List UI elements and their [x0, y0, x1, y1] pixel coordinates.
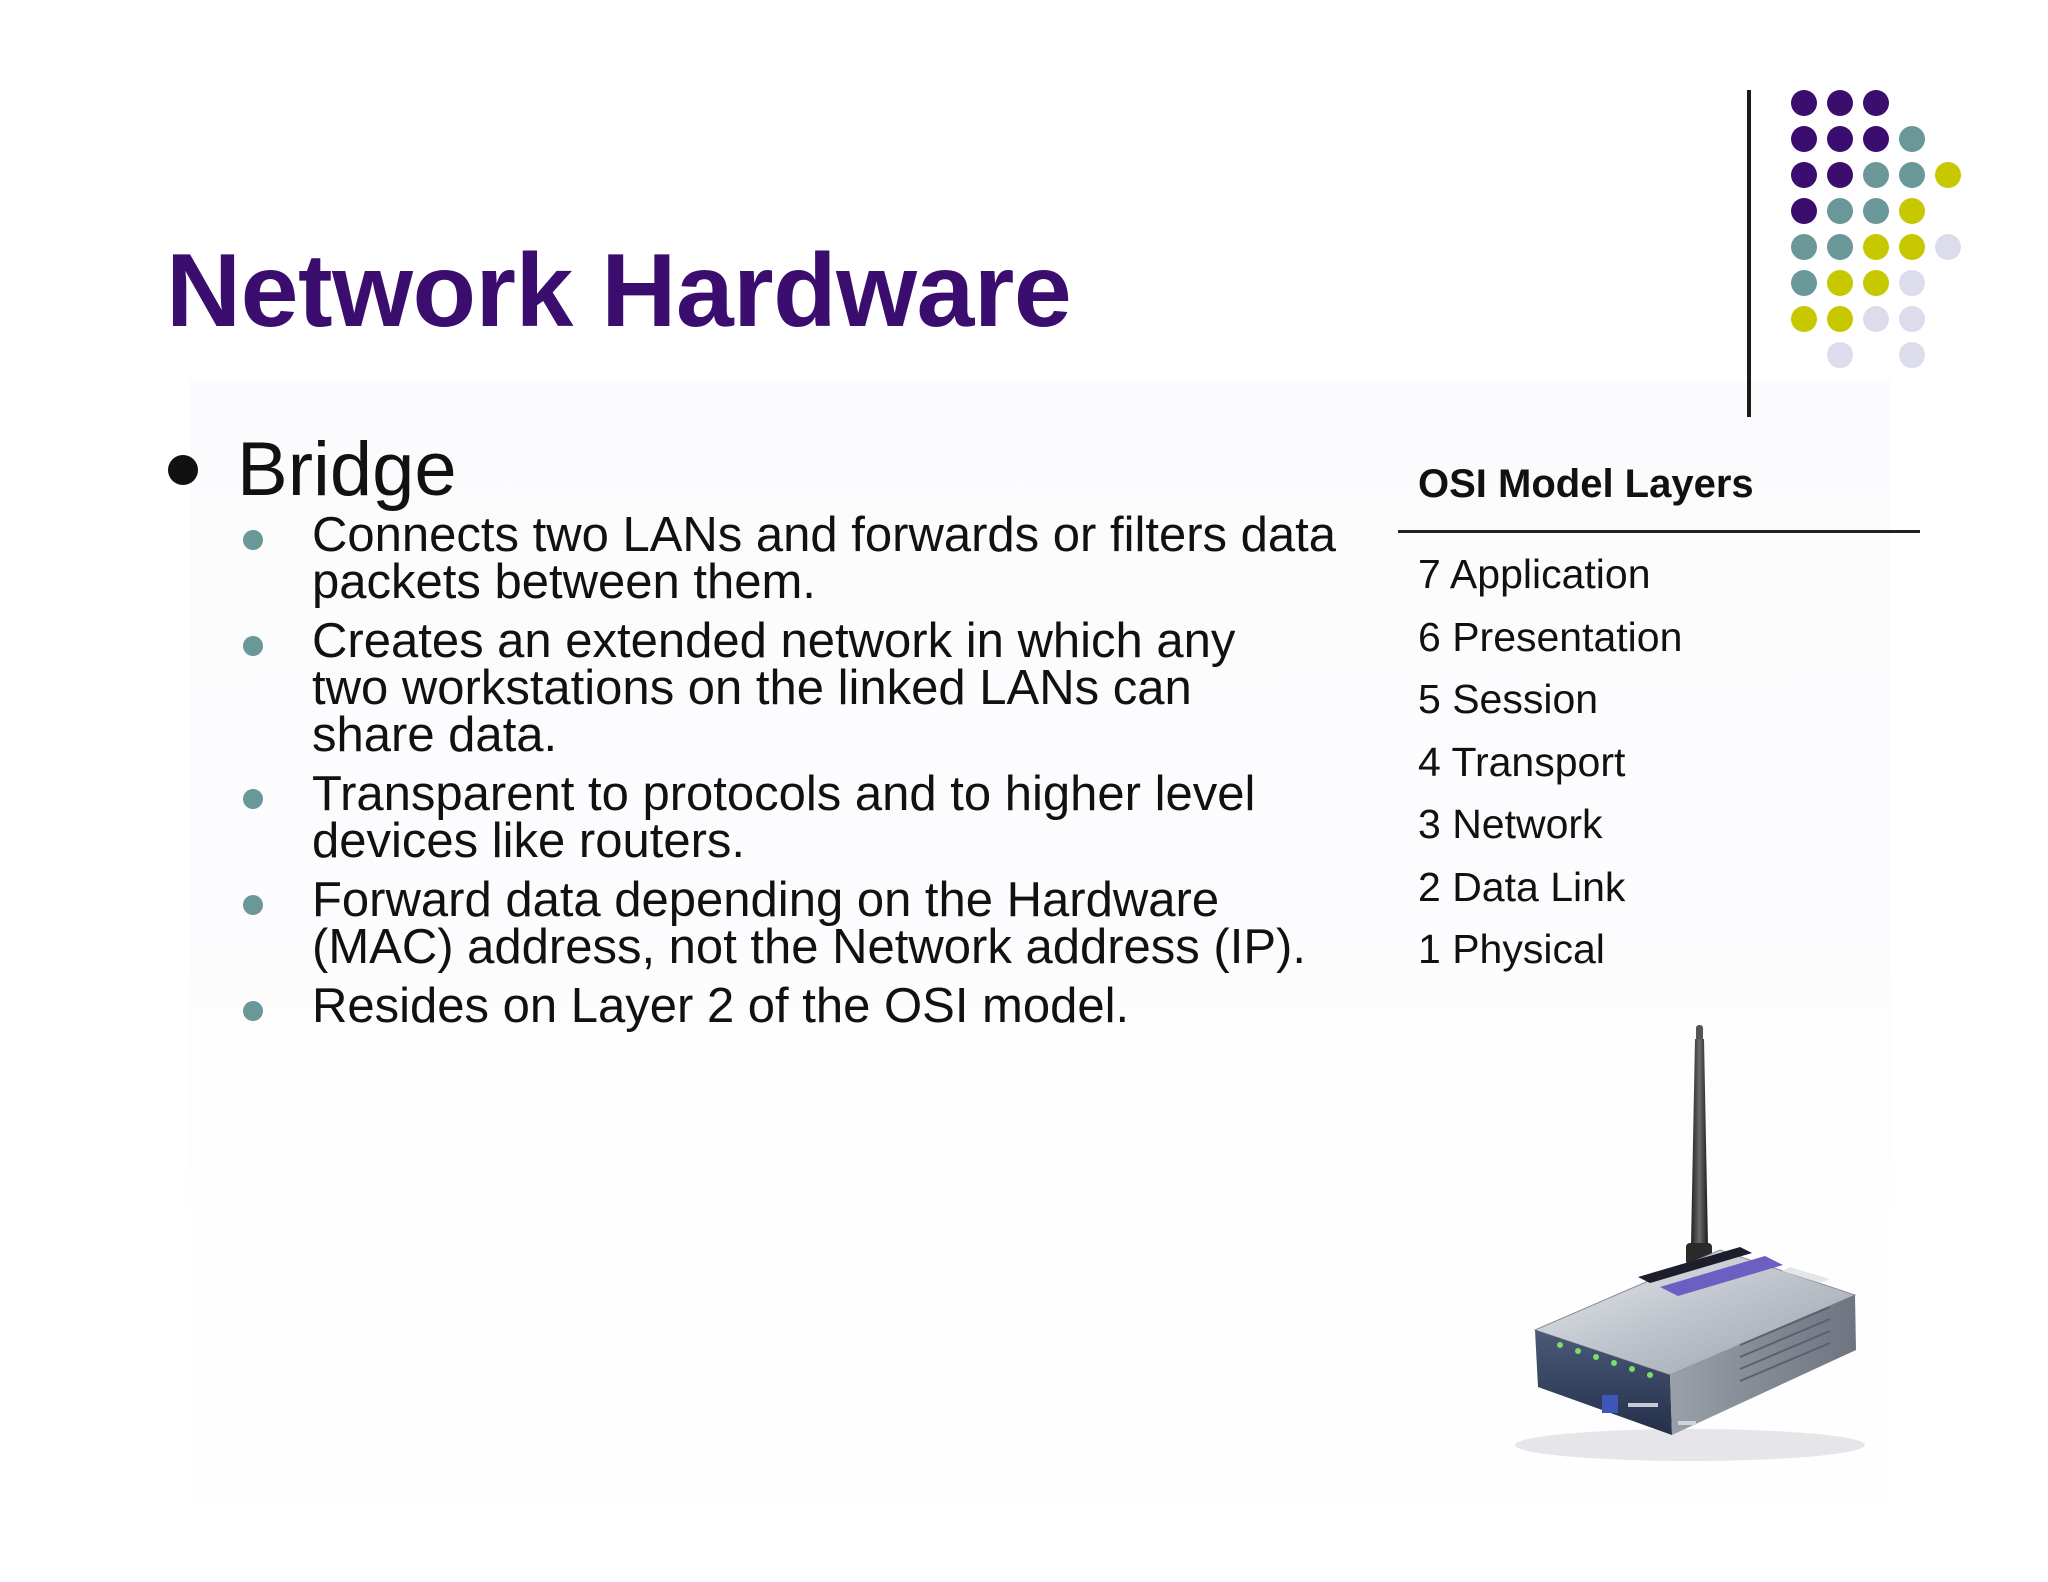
router-body [1533, 1249, 1857, 1435]
osi-layer-item: 1 Physical [1418, 926, 1605, 972]
router-leds [1557, 1342, 1653, 1378]
sub-bullet-item: Connects two LANs and forwards or filter… [240, 511, 1352, 607]
sub-bullet-text: Forward data depending on the Hardware (… [312, 873, 1306, 974]
sub-bullet-icon [243, 530, 263, 550]
osi-layer-item: 2 Data Link [1418, 863, 1626, 910]
dot-row-4 [1791, 198, 1925, 224]
main-bullet-text: Bridge [237, 427, 457, 512]
sub-bullet-item: Resides on Layer 2 of the OSI model. [240, 982, 1352, 1031]
router-shadow [1515, 1429, 1865, 1461]
sub-bullet-text: Resides on Layer 2 of the OSI model. [312, 979, 1130, 1033]
wireless-router-image [1515, 1025, 1865, 1461]
sub-bullet-text: Connects two LANs and forwards or filter… [312, 508, 1337, 609]
router-antenna [1686, 1025, 1712, 1265]
sub-bullet-icon [243, 1001, 263, 1021]
router-badge [1602, 1395, 1696, 1425]
osi-layer-list: 7 Application 6 Presentation 5 Session 4… [1398, 543, 1920, 981]
dot-row-3 [1791, 162, 1961, 188]
bullet-icon [168, 455, 198, 485]
osi-layer-item: 5 Session [1418, 676, 1599, 722]
osi-layers-table: OSI Model Layers 7 Application 6 Present… [1398, 452, 1920, 981]
decorative-dot-grid [1791, 90, 1961, 368]
sub-bullet-text: Transparent to protocols and to higher l… [312, 767, 1256, 868]
dot-row-7 [1791, 306, 1925, 332]
sub-bullet-item: Creates an extended network in which any… [240, 617, 1322, 760]
osi-layer-item: 3 Network [1418, 801, 1603, 847]
sub-bullet-list: Connects two LANs and forwards or filter… [240, 511, 1360, 1042]
dot-row-6 [1791, 270, 1925, 296]
sub-bullet-icon [243, 789, 263, 809]
sub-bullet-icon [243, 895, 263, 915]
dot-row-5 [1791, 234, 1961, 260]
main-bullet: Bridge [168, 425, 457, 515]
router-label [1638, 1247, 1830, 1296]
slide-title: Network Hardware [166, 233, 1072, 349]
sub-bullet-text: Creates an extended network in which any… [312, 614, 1236, 762]
dot-row-1 [1791, 90, 1889, 116]
dot-row-8 [1827, 342, 1925, 368]
osi-table-divider [1398, 530, 1920, 533]
osi-layer-item: 6 Presentation [1418, 613, 1683, 660]
osi-layer-item: 4 Transport [1418, 738, 1626, 785]
dot-row-2 [1791, 126, 1925, 152]
sub-bullet-item: Transparent to protocols and to higher l… [240, 770, 1312, 866]
osi-table-title: OSI Model Layers [1418, 462, 1754, 506]
router-vents [1739, 1306, 1831, 1382]
vertical-divider [1747, 90, 1751, 417]
sub-bullet-icon [243, 636, 263, 656]
sub-bullet-item: Forward data depending on the Hardware (… [240, 876, 1352, 972]
osi-layer-item: 7 Application [1418, 551, 1651, 597]
